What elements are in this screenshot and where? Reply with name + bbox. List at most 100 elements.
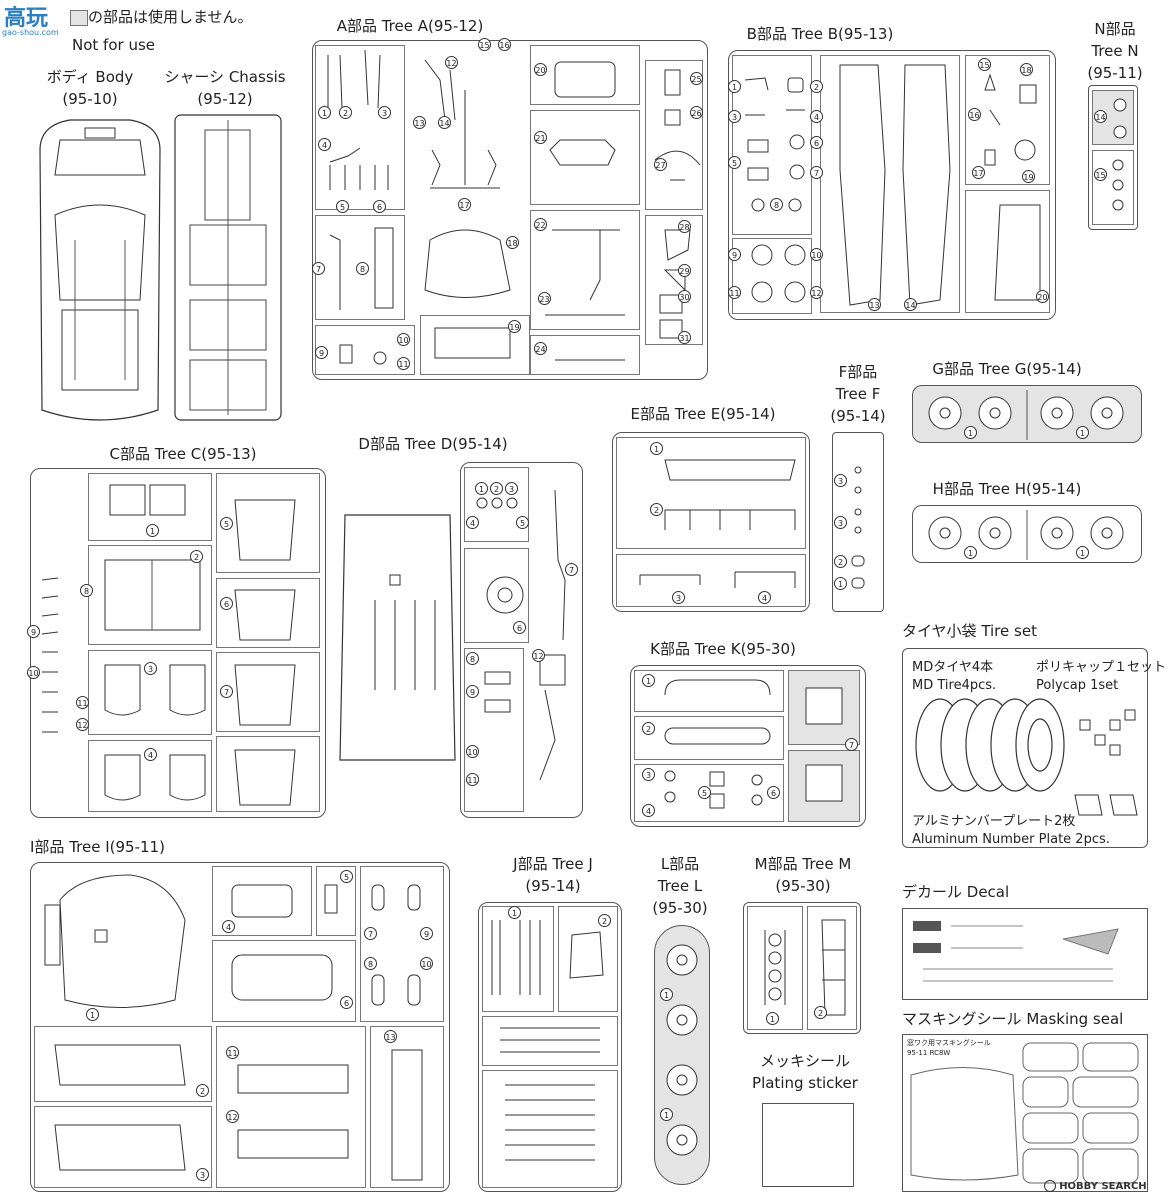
tree-l-title-2: Tree L — [657, 877, 703, 895]
tree-d-cell — [464, 467, 529, 542]
tree-b-part-number: 9 — [728, 248, 741, 261]
body-title: ボディ Body — [46, 68, 134, 86]
tree-b-part-number: 1 — [728, 80, 741, 93]
tree-b-part-number: 5 — [728, 156, 741, 169]
tree-a-cell — [645, 215, 703, 345]
tree-c-cell — [88, 473, 212, 541]
tree-a-part-number: 12 — [445, 56, 458, 69]
masking-shapes — [910, 1042, 1139, 1184]
tree-j-part-number: 1 — [508, 906, 521, 919]
decal-title: デカール Decal — [902, 883, 1010, 901]
tree-a-part-number: 26 — [690, 106, 703, 119]
tree-a-part-number: 28 — [678, 220, 691, 233]
tree-f-part-number: 3 — [834, 516, 847, 529]
tree-c-part-number: 5 — [220, 517, 233, 530]
tree-n-cell — [1092, 90, 1134, 145]
tree-a-cell — [645, 60, 703, 210]
tree-m-title: M部品 Tree M — [754, 855, 852, 873]
tire-label-en: MD Tire4pcs. — [912, 678, 997, 693]
tree-i-part-number: 9 — [420, 927, 433, 940]
tree-n-part-number: 14 — [1094, 110, 1107, 123]
footer-watermark-icon — [1044, 1180, 1056, 1192]
plating-label-jp: メッキシール — [759, 1052, 850, 1070]
tree-i-cell — [370, 1026, 444, 1188]
tree-a-part-number: 2 — [339, 106, 352, 119]
tree-b-part-number: 15 — [978, 58, 991, 71]
tree-a-part-number: 15 — [478, 38, 491, 51]
tree-k-cell — [634, 764, 784, 822]
tree-i-part-number: 2 — [196, 1084, 209, 1097]
tree-a-part-number: 14 — [438, 116, 451, 129]
masking-sheet-code: 95-11 RC8W — [907, 1049, 951, 1057]
tree-k-part-number: 3 — [642, 768, 655, 781]
tree-i-part-number: 4 — [222, 920, 235, 933]
tree-c-part-number: 10 — [27, 666, 40, 679]
tree-c-cell — [88, 740, 212, 812]
tree-f-code: (95-14) — [830, 407, 886, 425]
polycap-label-en: Polycap 1set — [1036, 678, 1119, 693]
tree-a-cell — [420, 315, 530, 375]
tree-e-frame — [612, 432, 810, 612]
tree-d-part-number: 9 — [466, 685, 479, 698]
tree-n-code: (95-11) — [1087, 64, 1143, 82]
masking-sheet: 窓ワク用マスキングシール 95-11 RC8W — [902, 1034, 1148, 1192]
chassis-title: シャーシ Chassis — [164, 68, 286, 86]
tree-j-frame — [478, 902, 622, 1192]
tree-g-part-number: 1 — [964, 426, 977, 439]
tree-i-part-number: 7 — [364, 927, 377, 940]
masking-title: マスキングシール Masking seal — [902, 1010, 1124, 1028]
tree-g-title: G部品 Tree G(95-14) — [932, 360, 1082, 378]
tree-k-part-number: 1 — [642, 674, 655, 687]
footer-watermark-text: HOBBY SEARCH — [1059, 1181, 1147, 1192]
tree-a-cell — [530, 45, 640, 105]
tree-c-part-number: 12 — [76, 718, 89, 731]
tree-k-title: K部品 Tree K(95-30) — [650, 640, 796, 658]
tree-a-part-number: 19 — [508, 320, 521, 333]
tree-f-title-2: Tree F — [835, 385, 881, 403]
tree-b-part-number: 2 — [810, 80, 823, 93]
tree-d-cell — [464, 648, 524, 812]
tree-b-part-number: 13 — [868, 298, 881, 311]
tree-b-title: B部品 Tree B(95-13) — [746, 25, 894, 43]
tree-a-part-number: 10 — [397, 333, 410, 346]
tree-c-part-number: 1 — [146, 524, 159, 537]
tree-c-cell — [216, 652, 320, 732]
tree-d-part-number: 7 — [565, 563, 578, 576]
tree-d-part-number: 5 — [516, 516, 529, 529]
tree-m-part-number: 1 — [766, 1012, 779, 1025]
tree-e-title: E部品 Tree E(95-14) — [630, 405, 776, 423]
tree-a-part-number: 21 — [534, 131, 547, 144]
tree-d-part-number: 6 — [513, 621, 526, 634]
tree-b-part-number: 16 — [968, 108, 981, 121]
tree-a-part-number: 7 — [312, 262, 325, 275]
footer-watermark: HOBBY SEARCH — [1044, 1180, 1147, 1192]
tree-a-part-number: 27 — [654, 158, 667, 171]
watermark-chars: 高玩 — [4, 6, 49, 31]
tree-k-part-number: 6 — [767, 786, 780, 799]
tree-c-frame — [30, 468, 326, 818]
tree-l-part-number: 1 — [660, 1108, 673, 1121]
tree-d-part-number: 10 — [466, 745, 479, 758]
tree-n-part-number: 15 — [1094, 168, 1107, 181]
tree-b-part-number: 10 — [810, 248, 823, 261]
tree-b-cell — [820, 55, 960, 313]
tree-h-title: H部品 Tree H(95-14) — [932, 480, 1082, 498]
tree-d-part-number: 3 — [505, 482, 518, 495]
tree-e-part-number: 3 — [672, 591, 685, 604]
tree-c-cell — [216, 578, 320, 648]
tree-b-part-number: 14 — [904, 298, 917, 311]
tree-b-part-number: 20 — [1036, 290, 1049, 303]
tree-e-cell — [616, 554, 806, 607]
tree-k-part-number: 4 — [642, 804, 655, 817]
